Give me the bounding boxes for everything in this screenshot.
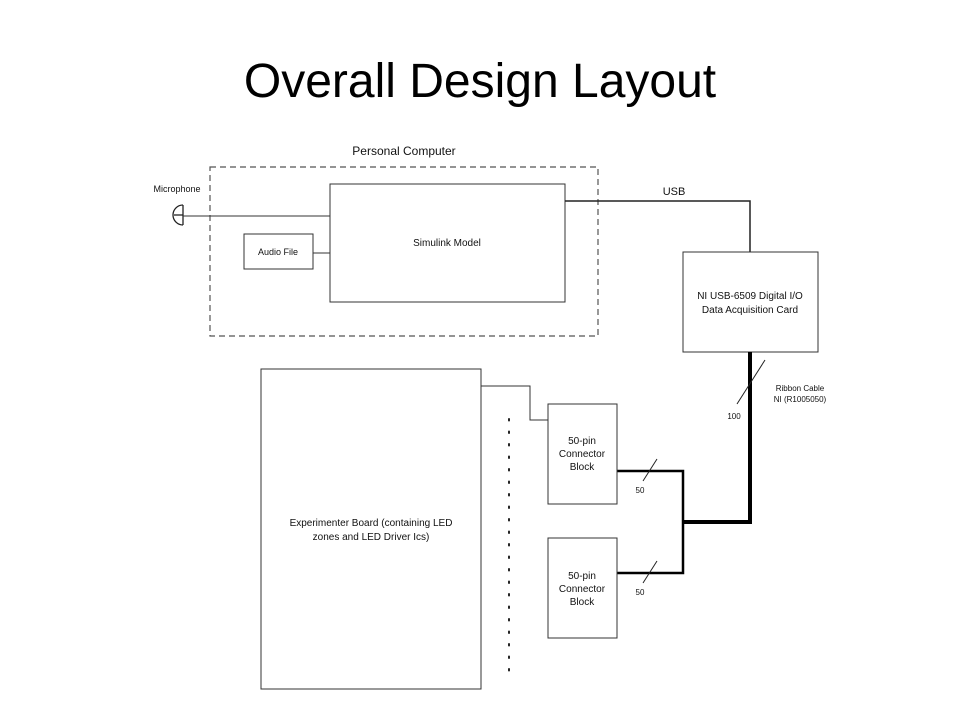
ribbon-cable-label-line1: Ribbon Cable <box>776 384 825 393</box>
connector-1-bus-slash <box>642 458 658 482</box>
microphone-icon <box>172 204 184 226</box>
daq-card-box <box>682 251 819 353</box>
microphone-label: Microphone <box>153 184 200 194</box>
slide-title: Overall Design Layout <box>243 55 717 108</box>
connector-1-cable <box>617 469 685 522</box>
ribbon-cable <box>683 352 752 524</box>
personal-computer-boundary <box>209 166 599 337</box>
ribbon-count-label: 100 <box>727 412 741 421</box>
simulink-model-box <box>329 183 566 303</box>
personal-computer-label: Personal Computer <box>352 144 455 158</box>
connector-block-1-line3: Block <box>570 462 595 473</box>
usb-cable <box>565 200 751 252</box>
experimenter-board-box <box>260 368 482 690</box>
ribbon-cable-label-line2: NI (R1005050) <box>774 395 827 404</box>
connector-block-1 <box>547 403 618 505</box>
experimenter-board-label-line1: Experimenter Board (containing LED <box>290 518 453 529</box>
connector-block-2-line2: Connector <box>559 584 606 595</box>
simulink-model-label: Simulink Model <box>413 238 481 249</box>
connector-2-bus-slash <box>642 560 658 584</box>
connector-block-1-line1: 50-pin <box>568 436 596 447</box>
connector-block-2-line3: Block <box>570 597 595 608</box>
connector-block-1-line2: Connector <box>559 449 606 460</box>
daq-card-label-line2: Data Acquisition Card <box>702 305 798 316</box>
connector-2-cable <box>617 522 685 575</box>
connector-block-2 <box>547 537 618 639</box>
board-connector-link <box>481 385 548 421</box>
experimenter-board-label-line2: zones and LED Driver Ics) <box>313 532 430 543</box>
audio-file-label: Audio File <box>258 247 298 257</box>
connector-block-2-line1: 50-pin <box>568 571 596 582</box>
audio-file-box <box>243 233 314 270</box>
connector-2-count-label: 50 <box>636 588 645 597</box>
ribbon-bus-slash <box>736 359 766 405</box>
connector-1-count-label: 50 <box>636 486 645 495</box>
usb-label: USB <box>663 186 686 198</box>
daq-card-label-line1: NI USB-6509 Digital I/O <box>697 291 803 302</box>
